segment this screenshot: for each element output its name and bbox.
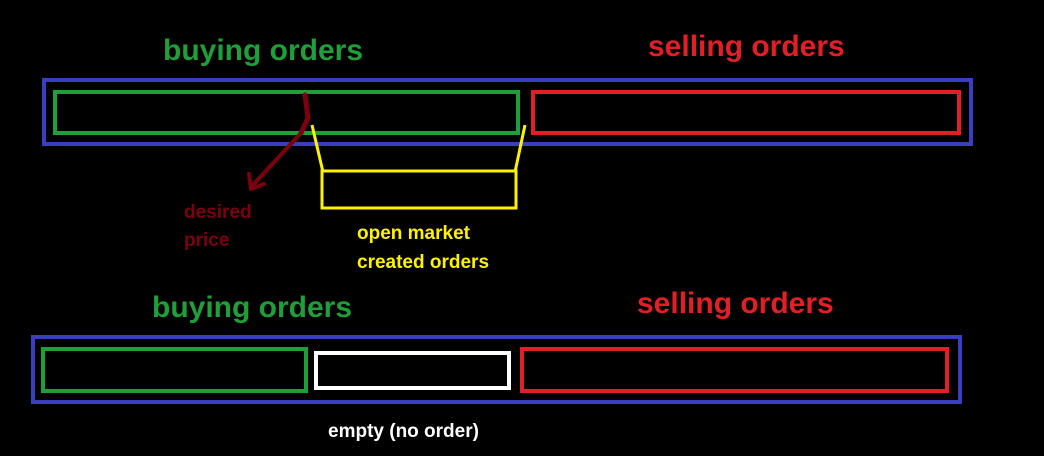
empty-no-order-label: empty (no order) [328, 421, 479, 442]
top-order-book: buying orders selling orders desired pri… [42, 30, 973, 273]
bottom-buying-orders-box [41, 347, 308, 393]
top-order-book-container [42, 78, 973, 146]
bottom-order-book-container [31, 335, 962, 404]
bottom-order-book: buying orders selling orders empty (no o… [31, 287, 962, 442]
open-market-label-line-2: created orders [357, 252, 489, 273]
top-buying-orders-box [53, 90, 520, 135]
open-market-orders-box [320, 169, 518, 210]
desired-price-label-line-2: price [184, 230, 229, 251]
top-buying-orders-label: buying orders [163, 34, 363, 67]
top-selling-orders-box [531, 90, 961, 135]
open-market-callout-left-line [310, 124, 325, 173]
desired-price-arrow-shaft [250, 131, 303, 188]
open-market-label-line-1: open market [357, 223, 471, 244]
top-selling-orders-label: selling orders [648, 30, 845, 63]
bottom-buying-orders-label: buying orders [152, 291, 352, 324]
empty-gap-box [314, 351, 511, 390]
bottom-selling-orders-label: selling orders [637, 287, 834, 320]
bottom-selling-orders-box [520, 347, 949, 393]
open-market-callout-right-line [513, 124, 527, 173]
desired-price-label-line-1: desired [184, 202, 252, 223]
desired-price-arrowhead-icon [247, 172, 266, 191]
desired-price-marker [298, 92, 311, 136]
